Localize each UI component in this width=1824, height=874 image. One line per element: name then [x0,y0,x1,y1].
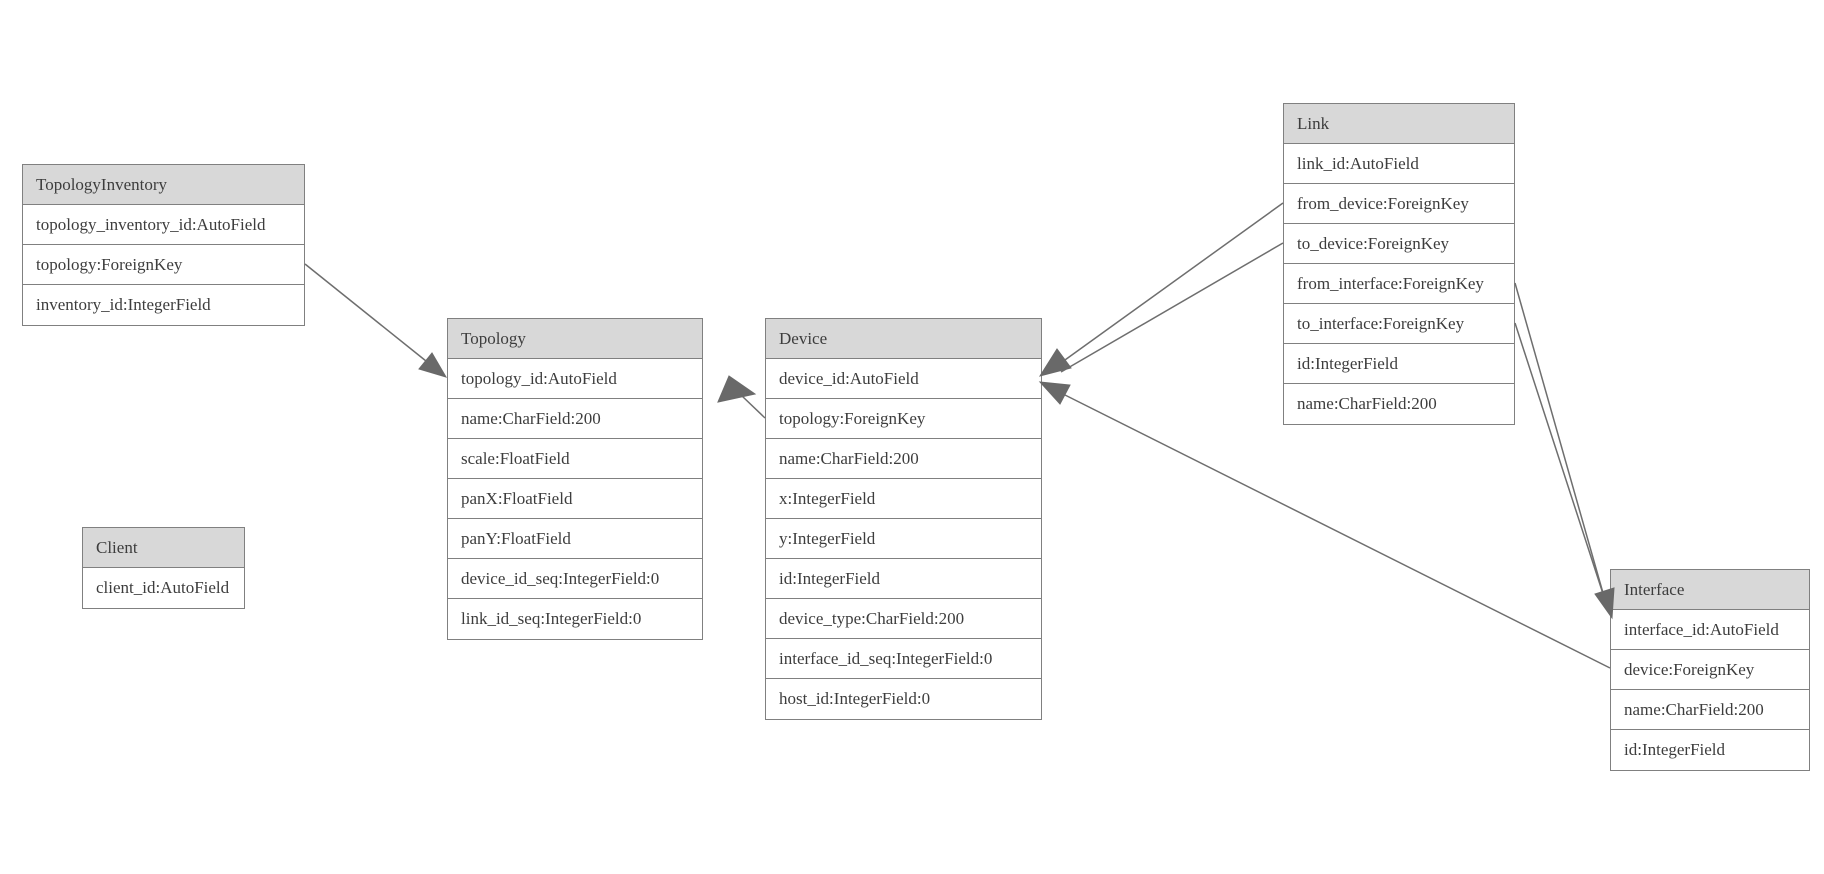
entity-field-row: to_device:ForeignKey [1284,224,1514,264]
entity-field-row: scale:FloatField [448,439,702,479]
entity-device-title: Device [766,319,1041,359]
entity-client-title: Client [83,528,244,568]
entity-field-row: name:CharField:200 [448,399,702,439]
entity-field-row: device:ForeignKey [1611,650,1809,690]
entity-field-row: topology_inventory_id:AutoField [23,205,304,245]
entity-link-title: Link [1284,104,1514,144]
entity-field-row: y:IntegerField [766,519,1041,559]
relation-line-link-fromdevice-device [1057,202,1284,366]
relation-line-link-tointerface-interface [1514,322,1607,604]
entity-interface-title: Interface [1611,570,1809,610]
entity-field-row: to_interface:ForeignKey [1284,304,1514,344]
entity-field-row: device_type:CharField:200 [766,599,1041,639]
entity-field-row: name:CharField:200 [1611,690,1809,730]
entity-field-row: host_id:IntegerField:0 [766,679,1041,719]
entity-field-row: device_id_seq:IntegerField:0 [448,559,702,599]
entity-field-row: id:IntegerField [1611,730,1809,770]
arrowhead-topologyinventory-topology [418,352,448,378]
relation-line-device-topology [741,395,766,419]
entity-client-fields: client_id:AutoField [83,568,244,608]
entity-field-row: interface_id_seq:IntegerField:0 [766,639,1041,679]
entity-field-row: panX:FloatField [448,479,702,519]
entity-field-row: client_id:AutoField [83,568,244,608]
entity-field-row: name:CharField:200 [1284,384,1514,424]
entity-field-row: device_id:AutoField [766,359,1041,399]
entity-field-row: link_id_seq:IntegerField:0 [448,599,702,639]
relation-line-link-frominterface-interface [1514,282,1604,594]
entity-field-row: panY:FloatField [448,519,702,559]
entity-field-row: interface_id:AutoField [1611,610,1809,650]
entity-field-row: topology_id:AutoField [448,359,702,399]
arrowhead-interface-device [1038,381,1071,405]
entity-field-row: link_id:AutoField [1284,144,1514,184]
entity-topology-inventory: TopologyInventory topology_inventory_id:… [22,164,305,326]
arrowhead-link-device [1038,348,1072,377]
entity-field-row: topology:ForeignKey [766,399,1041,439]
relation-line-interface-device [1064,394,1611,669]
entity-topology-title: Topology [448,319,702,359]
entity-field-row: from_interface:ForeignKey [1284,264,1514,304]
arrowhead-device-topology [717,375,757,403]
relation-line-link-todevice-device [1060,242,1284,373]
entity-field-row: topology:ForeignKey [23,245,304,285]
entity-field-row: from_device:ForeignKey [1284,184,1514,224]
entity-field-row: id:IntegerField [766,559,1041,599]
entity-field-row: id:IntegerField [1284,344,1514,384]
relation-line-topologyinventory-topology [304,263,427,362]
entity-field-row: x:IntegerField [766,479,1041,519]
entity-topology-inventory-title: TopologyInventory [23,165,304,205]
entity-field-row: name:CharField:200 [766,439,1041,479]
entity-client: Client client_id:AutoField [82,527,245,609]
entity-field-row: inventory_id:IntegerField [23,285,304,325]
